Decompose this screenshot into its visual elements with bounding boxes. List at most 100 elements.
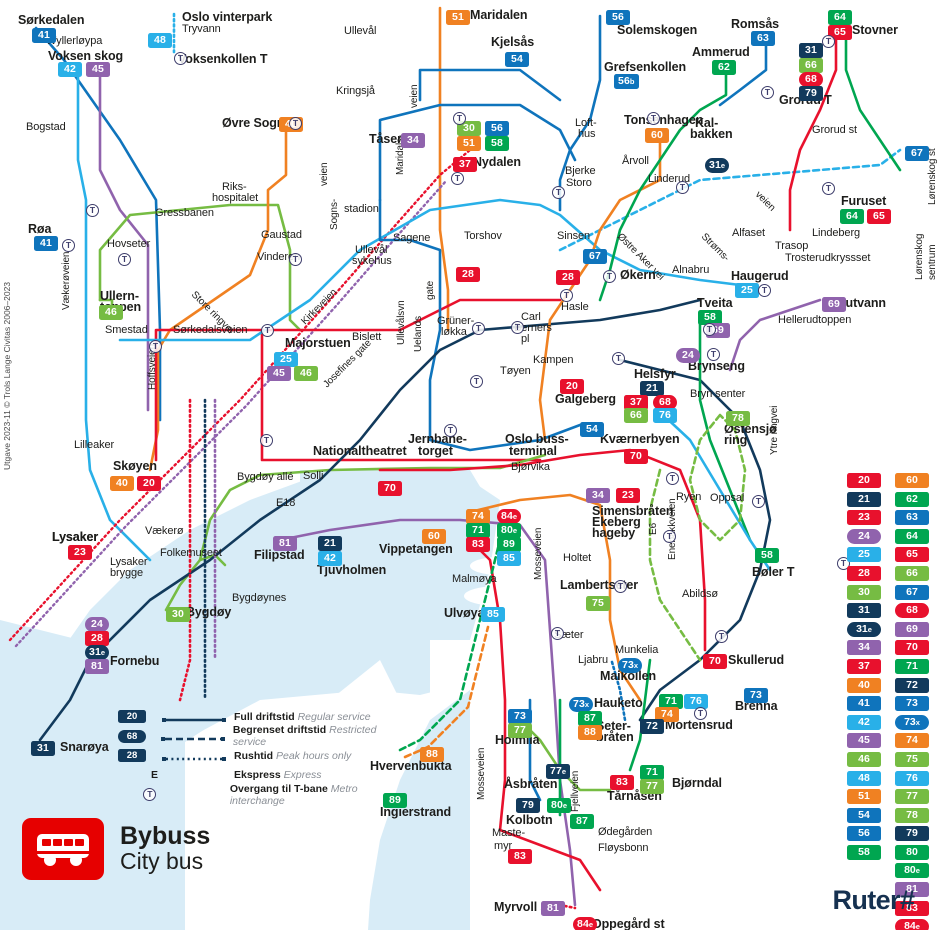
line-badge-67[interactable]: 67 <box>583 249 607 264</box>
line-badge-67[interactable]: 67 <box>905 146 929 161</box>
line-badge-79[interactable]: 79 <box>516 798 540 813</box>
line-badge-45[interactable]: 45 <box>267 366 291 381</box>
line-badge-66[interactable]: 66 <box>799 58 823 73</box>
line-badge-30[interactable]: 30 <box>457 121 481 136</box>
line-index-badge-63[interactable]: 63 <box>895 510 929 526</box>
line-index-badge-31e[interactable]: 31e <box>847 621 881 637</box>
line-badge-51[interactable]: 51 <box>457 136 481 151</box>
line-index-badge-73x[interactable]: 73x <box>895 714 929 730</box>
line-badge-58[interactable]: 58 <box>698 310 722 325</box>
line-badge-31[interactable]: 31 <box>31 741 55 756</box>
line-badge-71[interactable]: 71 <box>659 694 683 709</box>
line-badge-37[interactable]: 37 <box>453 157 477 172</box>
line-index-badge-21[interactable]: 21 <box>847 491 881 507</box>
line-badge-70[interactable]: 70 <box>378 481 402 496</box>
line-badge-30[interactable]: 30 <box>166 607 190 622</box>
line-index-badge-28[interactable]: 28 <box>847 565 881 581</box>
line-badge-25[interactable]: 25 <box>274 352 298 367</box>
line-badge-89[interactable]: 89 <box>497 537 521 552</box>
line-index-badge-75[interactable]: 75 <box>895 751 929 767</box>
line-index-badge-20[interactable]: 20 <box>847 473 881 488</box>
line-index-badge-68[interactable]: 68 <box>895 603 929 619</box>
line-badge-68[interactable]: 68 <box>653 395 677 410</box>
line-badge-37[interactable]: 37 <box>624 395 648 410</box>
line-badge-63[interactable]: 63 <box>751 31 775 46</box>
line-badge-80e[interactable]: 80e <box>547 798 572 813</box>
line-badge-24[interactable]: 24 <box>676 348 700 363</box>
line-index-badge-65[interactable]: 65 <box>895 547 929 563</box>
line-index-badge-40[interactable]: 40 <box>847 677 881 693</box>
line-index-badge-66[interactable]: 66 <box>895 565 929 581</box>
line-badge-77e[interactable]: 77e <box>546 764 571 779</box>
line-badge-21[interactable]: 21 <box>318 536 342 551</box>
line-badge-65[interactable]: 65 <box>828 25 852 40</box>
line-badge-23[interactable]: 23 <box>616 488 640 503</box>
line-index-badge-77[interactable]: 77 <box>895 789 929 805</box>
line-badge-41[interactable]: 41 <box>34 236 58 251</box>
line-badge-46[interactable]: 46 <box>294 366 318 381</box>
line-badge-41[interactable]: 41 <box>32 28 56 43</box>
line-badge-80e[interactable]: 80e <box>497 523 522 538</box>
line-badge-83[interactable]: 83 <box>610 775 634 790</box>
line-index-badge-24[interactable]: 24 <box>847 528 881 544</box>
line-index-badge-74[interactable]: 74 <box>895 733 929 749</box>
line-badge-31e[interactable]: 31e <box>705 158 730 173</box>
line-badge-75[interactable]: 75 <box>586 596 610 611</box>
line-badge-69[interactable]: 69 <box>822 297 846 312</box>
line-badge-28[interactable]: 28 <box>556 270 580 285</box>
line-badge-87[interactable]: 87 <box>570 814 594 829</box>
line-badge-74[interactable]: 74 <box>655 707 679 722</box>
line-badge-54[interactable]: 54 <box>505 52 529 67</box>
line-badge-73x[interactable]: 73x <box>569 697 594 712</box>
line-badge-81[interactable]: 81 <box>541 901 565 916</box>
line-index-badge-48[interactable]: 48 <box>847 770 881 786</box>
line-index-badge-64[interactable]: 64 <box>895 528 929 544</box>
line-index-badge-54[interactable]: 54 <box>847 807 881 823</box>
line-badge-58[interactable]: 58 <box>755 548 779 563</box>
line-index-badge-79[interactable]: 79 <box>895 826 929 842</box>
line-badge-85[interactable]: 85 <box>481 607 505 622</box>
line-index-badge-84e[interactable]: 84e <box>895 919 929 930</box>
line-badge-54[interactable]: 54 <box>580 422 604 437</box>
line-index-badge-31[interactable]: 31 <box>847 603 881 619</box>
line-badge-65[interactable]: 65 <box>867 209 891 224</box>
line-index-badge-58[interactable]: 58 <box>847 844 881 860</box>
line-index-badge-37[interactable]: 37 <box>847 658 881 674</box>
line-index-badge-25[interactable]: 25 <box>847 547 881 563</box>
line-badge-62[interactable]: 62 <box>712 60 736 75</box>
line-index-badge-42[interactable]: 42 <box>847 714 881 730</box>
line-badge-60[interactable]: 60 <box>422 529 446 544</box>
line-index-badge-67[interactable]: 67 <box>895 584 929 600</box>
line-index-badge-23[interactable]: 23 <box>847 510 881 526</box>
line-badge-78[interactable]: 78 <box>726 411 750 426</box>
line-index-badge-30[interactable]: 30 <box>847 584 881 600</box>
line-badge-73[interactable]: 73 <box>744 688 768 703</box>
line-badge-45[interactable]: 45 <box>86 62 110 77</box>
line-badge-28[interactable]: 28 <box>85 631 109 646</box>
line-badge-25[interactable]: 25 <box>735 283 759 298</box>
line-badge-56b[interactable]: 56b <box>614 74 639 89</box>
line-badge-34[interactable]: 34 <box>401 133 425 148</box>
line-badge-40[interactable]: 40 <box>110 476 134 491</box>
line-badge-51[interactable]: 51 <box>446 10 470 25</box>
line-index-badge-56[interactable]: 56 <box>847 826 881 842</box>
line-index-badge-71[interactable]: 71 <box>895 658 929 674</box>
line-badge-24[interactable]: 24 <box>85 617 109 632</box>
line-index-badge-51[interactable]: 51 <box>847 789 881 805</box>
line-index-badge-80[interactable]: 80 <box>895 844 929 860</box>
line-badge-83[interactable]: 83 <box>466 537 490 552</box>
line-badge-46[interactable]: 46 <box>99 305 123 320</box>
line-badge-81[interactable]: 81 <box>85 659 109 674</box>
line-index-badge-81[interactable]: 81 <box>895 882 929 898</box>
line-badge-84e[interactable]: 84e <box>573 917 598 930</box>
line-index-badge-69[interactable]: 69 <box>895 621 929 637</box>
line-badge-34[interactable]: 34 <box>586 488 610 503</box>
line-badge-79[interactable]: 79 <box>799 86 823 101</box>
line-badge-88[interactable]: 88 <box>420 747 444 762</box>
line-badge-64[interactable]: 64 <box>828 10 852 25</box>
line-index-badge-70[interactable]: 70 <box>895 640 929 656</box>
line-badge-88[interactable]: 88 <box>578 725 602 740</box>
line-badge-70[interactable]: 70 <box>624 449 648 464</box>
line-index-badge-73[interactable]: 73 <box>895 696 929 712</box>
line-index-badge-46[interactable]: 46 <box>847 751 881 767</box>
